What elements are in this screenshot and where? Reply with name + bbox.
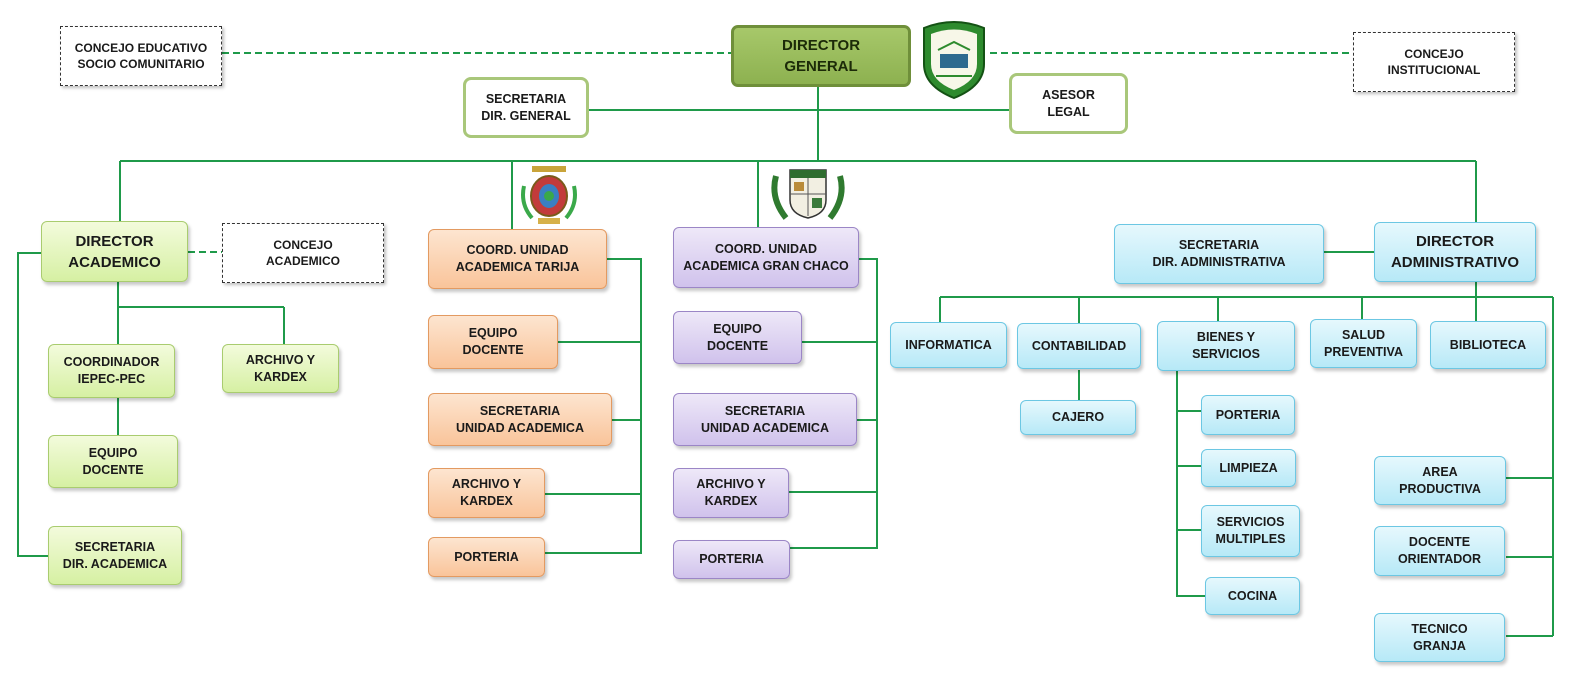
limpieza-box: LIMPIEZA (1201, 449, 1296, 487)
gran-chaco-crest-icon (771, 169, 845, 220)
concejo-academico-box: CONCEJO ACADEMICO (222, 223, 384, 283)
director-academico-box: DIRECTOR ACADEMICO (41, 221, 188, 282)
school-crest-icon (923, 21, 985, 100)
director-general-box: DIRECTOR GENERAL (731, 25, 911, 87)
area-productiva-box: AREA PRODUCTIVA (1374, 456, 1506, 505)
secretaria-chaco-box: SECRETARIA UNIDAD ACADEMICA (673, 393, 857, 446)
concejo-educativo-box: CONCEJO EDUCATIVO SOCIO COMUNITARIO (60, 26, 222, 86)
servicios-multiples-box: SERVICIOS MULTIPLES (1201, 505, 1300, 557)
secretaria-dir-academica-box: SECRETARIA DIR. ACADEMICA (48, 526, 182, 585)
archivo-kardex-academico-box: ARCHIVO Y KARDEX (222, 344, 339, 393)
tarija-crest-icon (521, 166, 577, 224)
salud-preventiva-box: SALUD PREVENTIVA (1310, 319, 1417, 368)
porteria-chaco-box: PORTERIA (673, 540, 790, 579)
secretaria-dir-general-box: SECRETARIA DIR. GENERAL (463, 77, 589, 138)
tecnico-granja-box: TECNICO GRANJA (1374, 613, 1505, 662)
equipo-docente-chaco-box: EQUIPO DOCENTE (673, 311, 802, 364)
cajero-box: CAJERO (1020, 400, 1136, 435)
informatica-box: INFORMATICA (890, 322, 1007, 368)
coord-tarija-box: COORD. UNIDAD ACADEMICA TARIJA (428, 229, 607, 289)
archivo-kardex-tarija-box: ARCHIVO Y KARDEX (428, 468, 545, 518)
biblioteca-box: BIBLIOTECA (1430, 321, 1546, 369)
contabilidad-box: CONTABILIDAD (1017, 323, 1141, 369)
secretaria-dir-administrativa-box: SECRETARIA DIR. ADMINISTRATIVA (1114, 224, 1324, 284)
asesor-legal-box: ASESOR LEGAL (1009, 73, 1128, 134)
coordinador-iepec-box: COORDINADOR IEPEC-PEC (48, 344, 175, 398)
porteria-admin-box: PORTERIA (1201, 395, 1295, 435)
bienes-servicios-box: BIENES Y SERVICIOS (1157, 321, 1295, 371)
secretaria-tarija-box: SECRETARIA UNIDAD ACADEMICA (428, 393, 612, 446)
equipo-docente-academico-box: EQUIPO DOCENTE (48, 435, 178, 488)
concejo-institucional-box: CONCEJO INSTITUCIONAL (1353, 32, 1515, 92)
cocina-box: COCINA (1205, 577, 1300, 615)
director-administrativo-box: DIRECTOR ADMINISTRATIVO (1374, 222, 1536, 282)
docente-orientador-box: DOCENTE ORIENTADOR (1374, 526, 1505, 576)
coord-gran-chaco-box: COORD. UNIDAD ACADEMICA GRAN CHACO (673, 227, 859, 288)
archivo-kardex-chaco-box: ARCHIVO Y KARDEX (673, 468, 789, 518)
equipo-docente-tarija-box: EQUIPO DOCENTE (428, 315, 558, 369)
porteria-tarija-box: PORTERIA (428, 537, 545, 577)
